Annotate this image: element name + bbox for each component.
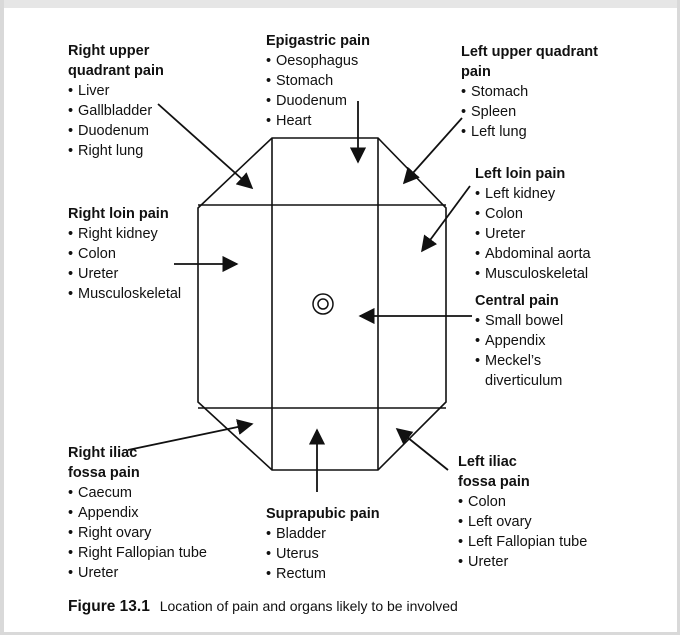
- label-right-loin: Right loin pain Right kidney Colon Urete…: [68, 204, 181, 304]
- organ-item: Rectum: [266, 564, 380, 584]
- region-title: Central pain: [475, 293, 559, 309]
- label-central: Central pain Small bowel Appendix Meckel…: [475, 291, 585, 391]
- window-bottom-edge: [0, 632, 680, 635]
- organ-item: Abdominal aorta: [475, 244, 591, 264]
- organ-item: Musculoskeletal: [475, 264, 591, 284]
- label-left-loin: Left loin pain Left kidney Colon Ureter …: [475, 164, 591, 284]
- organ-item: Musculoskeletal: [68, 284, 181, 304]
- organ-list: Bladder Uterus Rectum: [266, 524, 380, 584]
- region-title: Left iliac fossa pain: [458, 454, 530, 490]
- region-title: Right loin pain: [68, 206, 169, 222]
- organ-item: Stomach: [266, 71, 370, 91]
- organ-item: Oesophagus: [266, 51, 370, 71]
- figure-caption: Figure 13.1 Location of pain and organs …: [68, 598, 458, 616]
- figure-number: Figure 13.1: [68, 598, 150, 615]
- organ-item: Uterus: [266, 544, 380, 564]
- label-right-upper-quadrant: Right upper quadrant pain Liver Gallblad…: [68, 41, 188, 161]
- organ-item: Right ovary: [68, 523, 207, 543]
- organ-item: Ureter: [68, 563, 207, 583]
- organ-item: Duodenum: [68, 121, 188, 141]
- region-title: Right upper quadrant pain: [68, 43, 164, 79]
- organ-list: Liver Gallbladder Duodenum Right lung: [68, 81, 188, 161]
- organ-item: Right Fallopian tube: [68, 543, 207, 563]
- organ-item: Liver: [68, 81, 188, 101]
- organ-item: Ureter: [475, 224, 591, 244]
- organ-item: Heart: [266, 111, 370, 131]
- organ-item: Colon: [458, 492, 587, 512]
- region-title: Left loin pain: [475, 166, 566, 182]
- organ-item: Colon: [475, 204, 591, 224]
- organ-item: Duodenum: [266, 91, 370, 111]
- window-right-edge: [677, 0, 680, 635]
- region-title: Suprapubic pain: [266, 506, 380, 522]
- region-title: Right iliac fossa pain: [68, 445, 140, 481]
- organ-item: Stomach: [461, 82, 611, 102]
- arrow-left-iliac: [395, 427, 449, 471]
- organ-item: Bladder: [266, 524, 380, 544]
- organ-list: Left kidney Colon Ureter Abdominal aorta…: [475, 184, 591, 284]
- organ-item: Appendix: [68, 503, 207, 523]
- organ-item: Left kidney: [475, 184, 591, 204]
- organ-list: Caecum Appendix Right ovary Right Fallop…: [68, 483, 207, 583]
- organ-list: Colon Left ovary Left Fallopian tube Ure…: [458, 492, 587, 572]
- organ-list: Right kidney Colon Ureter Musculoskeleta…: [68, 224, 181, 304]
- organ-item: Left ovary: [458, 512, 587, 532]
- organ-item: Gallbladder: [68, 101, 188, 121]
- label-suprapubic: Suprapubic pain Bladder Uterus Rectum: [266, 504, 380, 584]
- organ-item: Ureter: [458, 552, 587, 572]
- organ-item: Caecum: [68, 483, 207, 503]
- label-left-iliac-fossa: Left iliac fossa pain Colon Left ovary L…: [458, 452, 587, 572]
- arrow-right-iliac: [127, 419, 254, 451]
- arrow-left-upper: [402, 117, 463, 185]
- organ-item: Colon: [68, 244, 181, 264]
- organ-list: Stomach Spleen Left lung: [461, 82, 611, 142]
- organ-item: Appendix: [475, 331, 585, 351]
- label-epigastric: Epigastric pain Oesophagus Stomach Duode…: [266, 31, 370, 131]
- organ-item: Right kidney: [68, 224, 181, 244]
- caption-text: Location of pain and organs likely to be…: [159, 598, 458, 614]
- label-left-upper-quadrant: Left upper quadrant pain Stomach Spleen …: [461, 42, 611, 142]
- organ-list: Oesophagus Stomach Duodenum Heart: [266, 51, 370, 131]
- abdomen-outline: [197, 137, 447, 471]
- organ-list: Small bowel Appendix Meckel’s diverticul…: [475, 311, 585, 391]
- region-title: Left upper quadrant pain: [461, 44, 598, 80]
- organ-item: Ureter: [68, 264, 181, 284]
- organ-item: Left Fallopian tube: [458, 532, 587, 552]
- organ-item: Right lung: [68, 141, 188, 161]
- window-left-edge: [0, 0, 4, 635]
- label-right-iliac-fossa: Right iliac fossa pain Caecum Appendix R…: [68, 443, 207, 583]
- organ-item: Left lung: [461, 122, 611, 142]
- umbilicus-icon: [312, 293, 334, 315]
- organ-item: Spleen: [461, 102, 611, 122]
- window-top-edge: [0, 0, 680, 8]
- arrow-left-loin: [421, 185, 471, 253]
- organ-item: Small bowel: [475, 311, 585, 331]
- organ-item: Meckel’s diverticulum: [475, 351, 585, 391]
- region-title: Epigastric pain: [266, 33, 370, 49]
